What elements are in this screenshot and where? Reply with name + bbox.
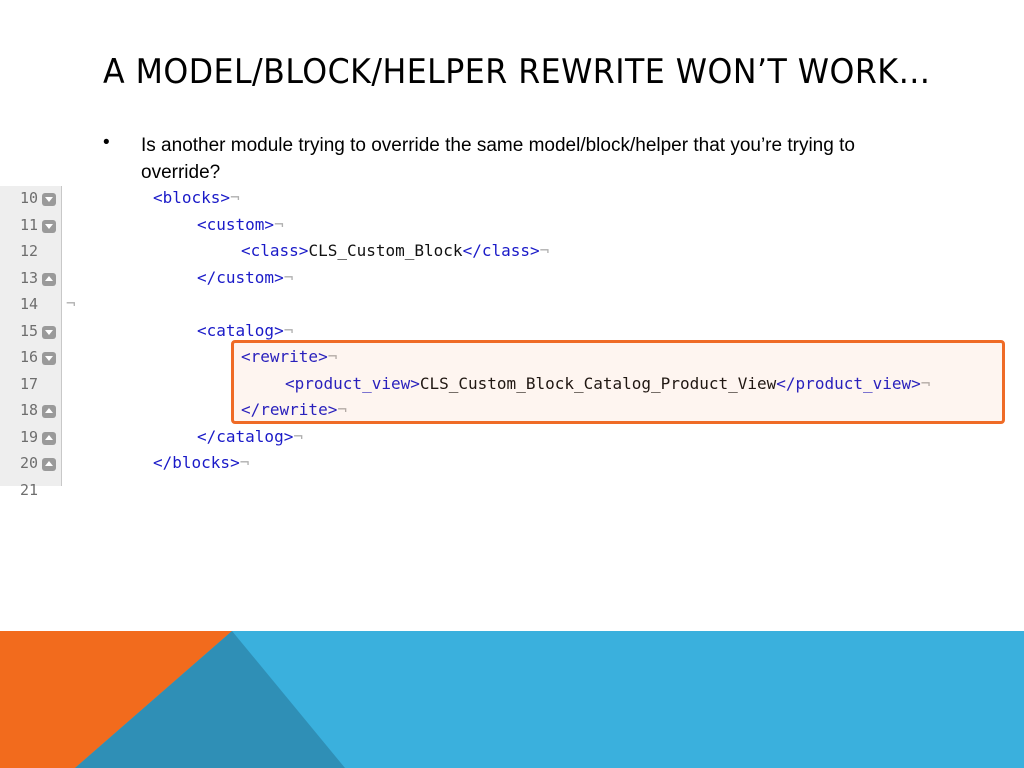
code-text: ¬ bbox=[66, 292, 76, 316]
code-text: <class>CLS_Custom_Block</class>¬ bbox=[241, 239, 549, 263]
line-number: 14 bbox=[19, 295, 38, 313]
line-number: 12 bbox=[19, 242, 38, 260]
code-line: 18 </rewrite>¬ bbox=[0, 398, 1024, 424]
line-number: 19 bbox=[19, 427, 38, 446]
xml-tag: <catalog> bbox=[197, 320, 284, 340]
code-text: <catalog>¬ bbox=[197, 319, 293, 343]
xml-tag: </catalog> bbox=[197, 426, 294, 446]
line-number: 20 bbox=[19, 454, 38, 472]
pilcrow-mark: ¬ bbox=[66, 294, 76, 313]
code-line: 21 bbox=[0, 478, 1024, 504]
xml-tag: <class> bbox=[241, 241, 309, 260]
line-number: 15 bbox=[19, 321, 38, 340]
pilcrow-mark: ¬ bbox=[283, 320, 294, 340]
line-number: 11 bbox=[19, 215, 38, 234]
code-line: 19 </catalog>¬ bbox=[0, 425, 1024, 451]
code-text: <custom>¬ bbox=[197, 213, 284, 237]
line-number: 18 bbox=[19, 401, 38, 419]
code-line: 14 ¬ bbox=[0, 292, 1024, 318]
code-text: </custom>¬ bbox=[197, 266, 293, 290]
code-text: <blocks>¬ bbox=[153, 186, 240, 210]
line-number: 21 bbox=[19, 480, 38, 499]
pilcrow-mark: ¬ bbox=[293, 426, 303, 446]
code-line: 11 <custom>¬ bbox=[0, 213, 1024, 239]
fold-end-icon[interactable] bbox=[42, 272, 56, 286]
pilcrow-mark: ¬ bbox=[230, 188, 240, 207]
rewrite-highlight-box bbox=[231, 340, 1005, 424]
code-line: 16 <rewrite>¬ bbox=[0, 345, 1024, 371]
footer-shapes bbox=[0, 631, 1024, 768]
fold-collapse-icon[interactable] bbox=[42, 325, 56, 339]
fold-collapse-icon[interactable] bbox=[42, 193, 56, 206]
fold-end-icon[interactable] bbox=[42, 405, 56, 418]
code-line: 13 </custom>¬ bbox=[0, 266, 1024, 292]
xml-tag: <product_view> bbox=[285, 373, 420, 393]
fold-collapse-icon[interactable] bbox=[42, 352, 56, 365]
pilcrow-mark: ¬ bbox=[920, 373, 931, 393]
code-text: </rewrite>¬ bbox=[241, 398, 347, 422]
xml-tag: <custom> bbox=[197, 214, 275, 234]
fold-end-icon[interactable] bbox=[42, 431, 56, 445]
xml-tag: <blocks> bbox=[153, 188, 231, 207]
code-line: 17 <product_view>CLS_Custom_Block_Catalog… bbox=[0, 372, 1024, 398]
line-number: 17 bbox=[19, 374, 38, 393]
xml-tag: </blocks> bbox=[153, 453, 240, 472]
pilcrow-mark: ¬ bbox=[274, 214, 284, 234]
line-number: 13 bbox=[19, 268, 38, 287]
bullet-symbol: • bbox=[103, 132, 110, 153]
line-number: 16 bbox=[19, 348, 38, 366]
code-text: <product_view>CLS_Custom_Block_Catalog_P… bbox=[285, 372, 930, 396]
xml-tag: </custom> bbox=[197, 267, 284, 287]
code-screenshot: 10<blocks>¬11<custom>¬12<class>CLS_Custo… bbox=[0, 186, 1024, 499]
bullet-text: Is another module trying to override the… bbox=[141, 135, 855, 183]
code-text: </catalog>¬ bbox=[197, 425, 303, 449]
footer-decoration bbox=[0, 631, 1024, 768]
pilcrow-mark: ¬ bbox=[539, 241, 550, 260]
xml-value: CLS_Custom_Block bbox=[308, 241, 463, 260]
pilcrow-mark: ¬ bbox=[327, 347, 338, 366]
xml-tag: <rewrite> bbox=[241, 347, 328, 366]
xml-tag: </product_view> bbox=[776, 373, 921, 393]
code-line: 15 <catalog>¬ bbox=[0, 319, 1024, 345]
slide-title: A MODEL/BLOCK/HELPER REWRITE WON’T WORK… bbox=[103, 52, 931, 92]
fold-collapse-icon[interactable] bbox=[42, 219, 56, 233]
code-line: 20 </blocks>¬ bbox=[0, 451, 1024, 477]
footer-orange-triangle bbox=[0, 631, 232, 768]
pilcrow-mark: ¬ bbox=[239, 453, 250, 472]
code-line: 12 <class>CLS_Custom_Block</class>¬ bbox=[0, 239, 1024, 265]
line-number: 10 bbox=[19, 189, 38, 207]
code-text: <rewrite>¬ bbox=[241, 345, 337, 369]
fold-end-icon[interactable] bbox=[42, 458, 56, 471]
xml-value: CLS_Custom_Block_Catalog_Product_View bbox=[419, 373, 777, 393]
pilcrow-mark: ¬ bbox=[337, 400, 347, 419]
footer-dark-blue-triangle bbox=[75, 631, 345, 768]
code-line: 10 <blocks>¬ bbox=[0, 186, 1024, 212]
pilcrow-mark: ¬ bbox=[283, 267, 294, 287]
code-text: </blocks>¬ bbox=[153, 451, 249, 475]
xml-tag: </rewrite> bbox=[241, 400, 338, 419]
xml-tag: </class> bbox=[462, 241, 540, 260]
